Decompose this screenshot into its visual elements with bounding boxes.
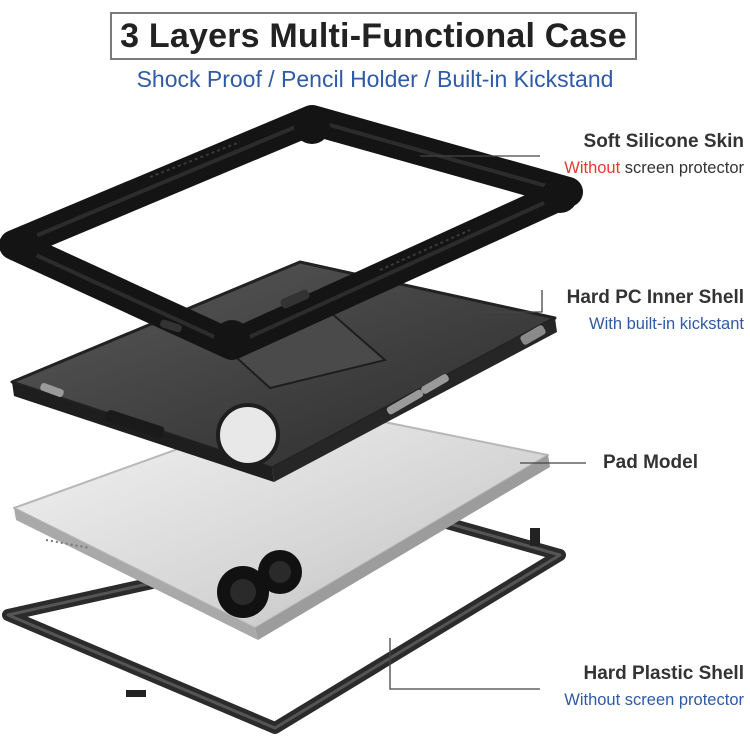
layer-desc: Without screen protector	[564, 691, 744, 709]
layer-desc: With built-in kickstant	[589, 315, 744, 333]
desc-rest: screen protector	[620, 159, 744, 177]
pad-model	[13, 404, 550, 640]
title-box: 3 Layers Multi-Functional Case	[110, 12, 637, 60]
layer-desc: Without screen protector	[564, 159, 744, 178]
leader-lines	[389, 155, 586, 690]
soft-silicone-skin	[0, 105, 583, 360]
page-title: 3 Layers Multi-Functional Case	[120, 16, 627, 55]
desc-highlight: Without	[564, 159, 621, 177]
layer-name: Soft Silicone Skin	[583, 131, 744, 152]
label-soft-silicone-skin: Soft Silicone Skin Without screen protec…	[564, 131, 744, 178]
hard-pc-inner-shell	[10, 260, 557, 482]
layer-name: Hard PC Inner Shell	[566, 287, 744, 308]
label-hard-plastic-shell: Hard Plastic Shell Without screen protec…	[564, 663, 744, 710]
layer-name: Pad Model	[602, 452, 698, 473]
layer-name: Hard Plastic Shell	[583, 663, 744, 684]
page-subtitle: Shock Proof / Pencil Holder / Built-in K…	[136, 66, 614, 92]
label-hard-pc-inner-shell: Hard PC Inner Shell With built-in kickst…	[567, 287, 744, 334]
label-pad-model: Pad Model	[603, 452, 698, 474]
